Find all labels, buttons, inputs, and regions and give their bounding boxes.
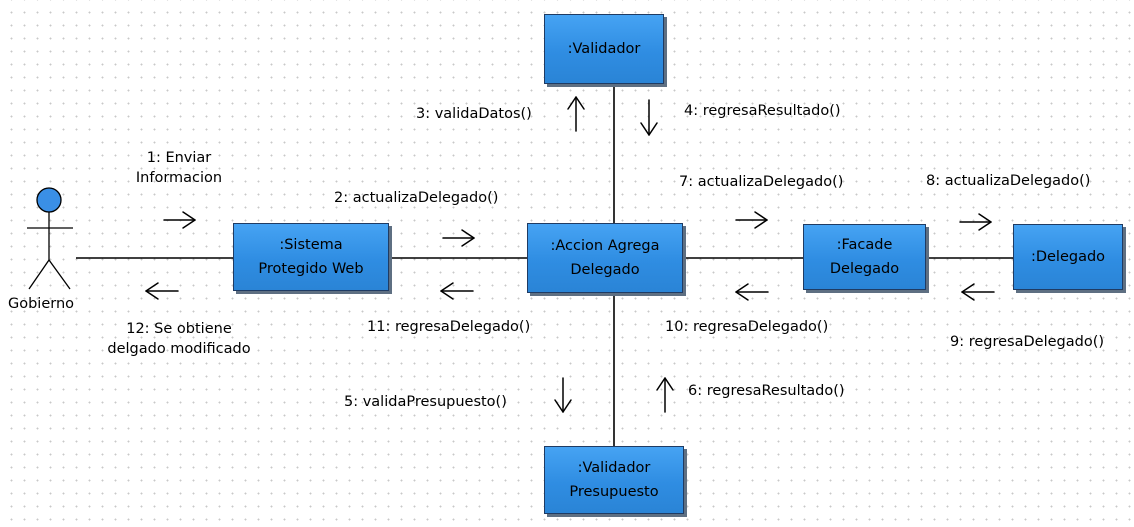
message-7-label: 7: actualizaDelegado() [679,174,844,190]
object-accion-agrega-delegado[interactable]: :Accion Agrega Delegado [527,223,683,293]
object-sistema-label: :Sistema Protegido Web [258,237,364,277]
object-accion-label: :Accion Agrega Delegado [550,238,660,278]
object-sistema-protegido-web[interactable]: :Sistema Protegido Web [233,223,389,291]
arrow-down-icon-msg4 [640,99,658,136]
object-validador[interactable]: :Validador [544,14,664,84]
message-1-line2: Informacion [135,170,223,186]
message-5-label: 5: validaPresupuesto() [344,394,507,410]
arrow-left-icon-msg11 [440,282,474,300]
arrow-up-icon-msg3 [567,96,585,132]
message-8-label: 8: actualizaDelegado() [926,173,1091,189]
object-validador-presupuesto-label: :Validador Presupuesto [569,460,659,500]
message-12-line2: delgado modificado [107,341,251,357]
arrow-left-icon-msg10 [735,283,769,301]
object-delegado-label: :Delegado [1030,249,1106,265]
actor-label: Gobierno [8,296,75,312]
message-11-label: 11: regresaDelegado() [367,319,531,335]
message-12-label: 12: Se obtiene delgado modificado [104,319,254,359]
object-validador-label: :Validador [567,41,641,57]
message-4-label: 4: regresaResultado() [684,103,841,119]
object-validador-presupuesto[interactable]: :Validador Presupuesto [544,446,684,514]
message-12-line1: 12: Se obtiene [126,321,232,337]
message-9-label: 9: regresaDelegado() [950,334,1105,350]
message-6-label: 6: regresaResultado() [688,383,845,399]
message-1-label: 1: Enviar Informacion [126,148,232,188]
message-10-label: 10: regresaDelegado() [665,319,829,335]
actor-icon[interactable] [27,187,73,290]
arrow-right-icon-msg7 [735,211,768,229]
message-1-line1: 1: Enviar [146,150,212,166]
arrow-right-icon-msg8 [959,213,992,231]
arrow-right-icon-msg1 [163,211,196,229]
message-2-label: 2: actualizaDelegado() [334,190,499,206]
arrow-right-icon-msg2 [442,229,475,247]
arrow-left-icon-msg12 [145,282,179,300]
arrow-down-icon-msg5 [554,377,572,413]
object-facade-delegado[interactable]: :Facade Delegado [803,224,926,290]
arrow-left-icon-msg9 [961,283,995,301]
arrow-up-icon-msg6 [656,377,674,413]
message-3-label: 3: validaDatos() [416,106,532,122]
object-delegado[interactable]: :Delegado [1013,224,1123,290]
object-facade-label: :Facade Delegado [829,237,900,277]
